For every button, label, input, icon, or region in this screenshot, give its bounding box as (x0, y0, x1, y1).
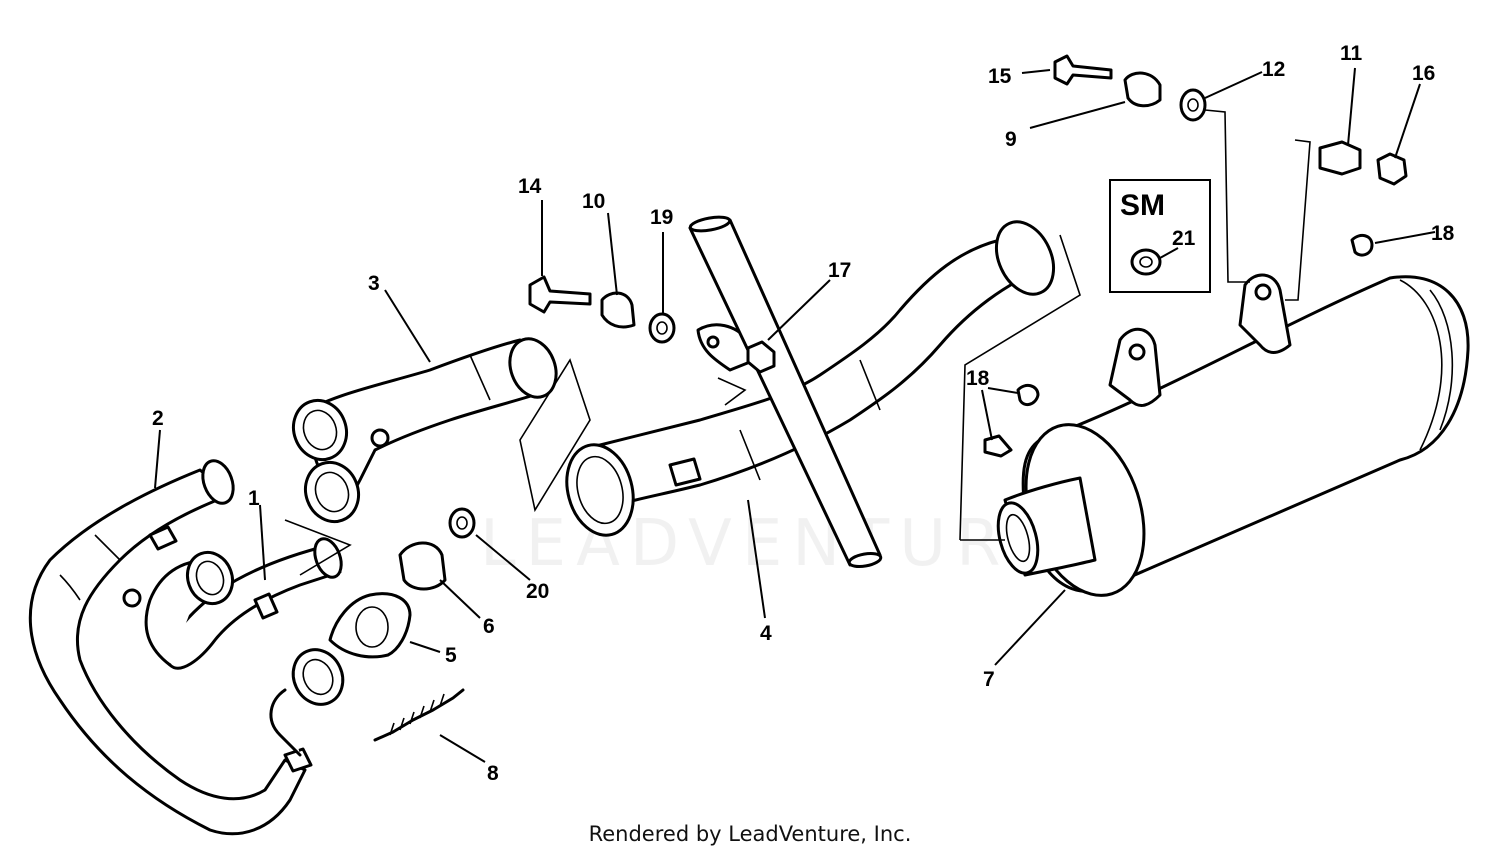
callout-15: 15 (988, 65, 1012, 88)
callout-10: 10 (582, 190, 605, 213)
callout-4: 4 (760, 622, 772, 645)
callout-8: 8 (487, 762, 499, 785)
callout-16: 16 (1412, 62, 1435, 85)
callout-3: 3 (368, 272, 380, 295)
header-pipe-inner (122, 537, 345, 757)
callout-14: 14 (518, 175, 542, 198)
callout-5: 5 (445, 644, 457, 667)
footer-credit: Rendered by LeadVenture, Inc. (588, 822, 912, 846)
callout-9: 9 (1005, 128, 1017, 151)
y-pipe (292, 337, 558, 524)
callout-20: 20 (526, 580, 549, 603)
callout-6: 6 (483, 615, 495, 638)
callout-18-left: 18 (966, 367, 990, 390)
callout-19: 19 (650, 206, 673, 229)
sm-inset-box: SM (1109, 179, 1211, 293)
guide-lines (284, 109, 1311, 576)
callout-11: 11 (1340, 42, 1363, 65)
sm-inset-label: SM (1120, 189, 1165, 222)
callout-2: 2 (152, 407, 164, 430)
hardware (328, 54, 1408, 742)
callout-17: 17 (828, 259, 851, 282)
leader-lines (154, 67, 1436, 763)
callout-1: 1 (248, 487, 260, 510)
callout-12: 12 (1262, 58, 1285, 81)
muffler (996, 273, 1470, 597)
callout-18-right: 18 (1431, 222, 1455, 245)
frame-tube (688, 215, 883, 569)
callouts: 1 2 3 4 5 6 7 8 9 10 11 12 14 15 16 17 1… (152, 42, 1455, 785)
callout-7: 7 (983, 668, 995, 691)
watermark-text: LEADVENTURE (480, 507, 1061, 581)
callout-21: 21 (1172, 227, 1196, 250)
